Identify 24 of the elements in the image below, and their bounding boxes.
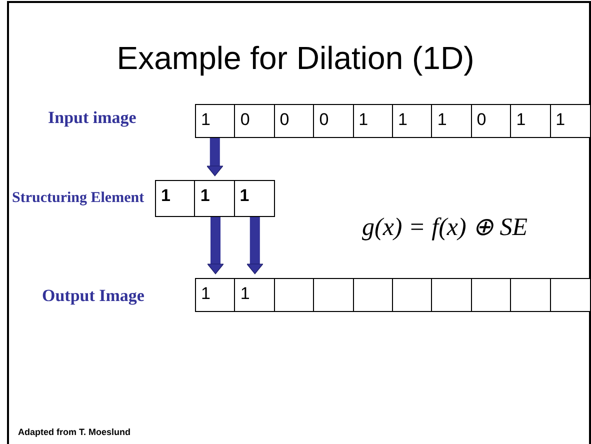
credit-note: Adapted from T. Moeslund: [18, 427, 130, 437]
pixel-cell: 1: [155, 180, 196, 217]
formula: g(x) = f(x) ⊕ SE: [362, 213, 528, 242]
pixel-cell: 0: [274, 104, 315, 138]
pixel-cell: 1: [431, 104, 472, 138]
pixel-cell: 1: [234, 278, 276, 312]
row-label: Output Image: [42, 286, 144, 306]
pixel-cell: 1: [195, 104, 236, 138]
pixel-cell: 1: [550, 104, 591, 138]
block-arrow: [206, 138, 224, 176]
pixel-cell: 1: [392, 104, 433, 138]
pixel-cell: 1: [234, 180, 275, 217]
title: Example for Dilation (1D): [116, 40, 476, 77]
pixel-cell: 1: [352, 104, 394, 138]
pixel-cell: 0: [470, 104, 512, 138]
pixel-cell: 1: [195, 278, 236, 312]
pixel-cell: 1: [510, 104, 552, 138]
pixel-cell: 1: [194, 180, 236, 217]
pixel-cell: 0: [313, 104, 354, 138]
row-label: Input image: [48, 108, 136, 128]
row-label: Structuring Element: [12, 190, 144, 207]
block-arrow: [246, 217, 264, 274]
block-arrow: [207, 217, 224, 274]
pixel-cell: 0: [234, 104, 276, 138]
